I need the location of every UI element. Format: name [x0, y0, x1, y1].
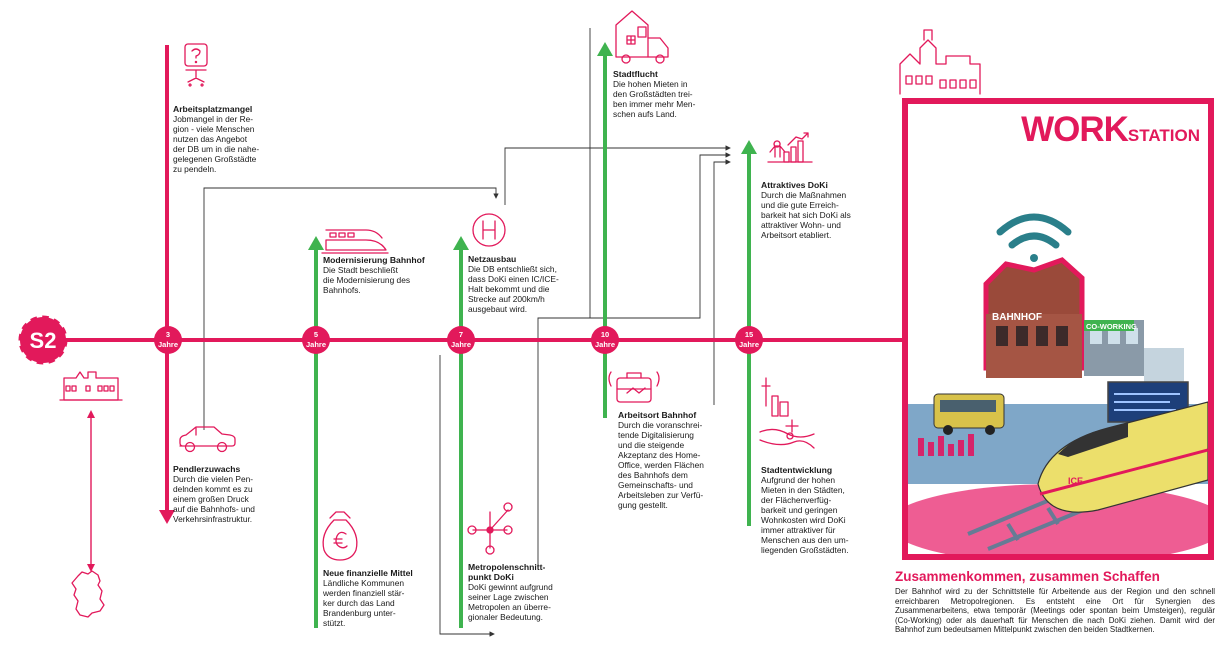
bus [933, 393, 1005, 435]
svg-text:5: 5 [314, 330, 318, 339]
sign-bahnhof: BAHNHOF [992, 312, 1042, 323]
station-building [983, 257, 1184, 396]
ice-train [1037, 401, 1208, 513]
milestone-7-jahre: 7 Jahre [447, 326, 475, 354]
money-bag-euro-icon [322, 511, 358, 561]
svg-text:15: 15 [745, 330, 753, 339]
car-icon [179, 426, 236, 453]
milestone-10-jahre: 10 Jahre [591, 326, 619, 354]
city-development-icon [759, 377, 815, 449]
flower-bed [918, 434, 974, 456]
milestone-5-jahre: 5 Jahre [302, 326, 330, 354]
caption-body: Der Bahnhof wird zu der Schnittstelle fü… [895, 587, 1215, 635]
milestone-3-jahre: 3 Jahre [154, 326, 182, 354]
svg-text:Jahre: Jahre [158, 340, 178, 349]
connector-metropolen-attraktiv [537, 152, 731, 565]
s2-label: S2 [30, 328, 57, 353]
poster-station-sketch-icon [899, 29, 981, 95]
svg-text:Jahre: Jahre [595, 340, 615, 349]
connector-mittel-metropolen [439, 355, 495, 637]
svg-text:Jahre: Jahre [451, 340, 471, 349]
sign-coworking-bg [1084, 320, 1134, 331]
svg-text:10: 10 [601, 330, 609, 339]
point-mittel: Neue finanzielle Mittel Ländliche Kommun… [323, 568, 413, 628]
germany-map-icon [71, 570, 105, 618]
station-building-icon [59, 371, 123, 401]
briefcase-handshake-icon [608, 371, 660, 403]
point-netzausbau: Netzausbau Die DB entschließt sich, dass… [468, 254, 559, 314]
hospital-h-icon [472, 213, 506, 247]
point-arbeitsplatzmangel: Arbeitsplatzmangel Jobmangel in der Re- … [173, 104, 260, 174]
connector-netzausbau-attraktiv [504, 145, 731, 205]
connector-pendler-netzausbau [203, 187, 499, 430]
svg-text:Jahre: Jahre [306, 340, 326, 349]
arrow-attraktiv-up [741, 140, 757, 154]
milestone-15-jahre: 15 Jahre [735, 326, 763, 354]
workstation-title: WORKSTATION [1021, 110, 1200, 149]
point-metropolen: Metropolenschnitt- punkt DoKi DoKi gewin… [468, 562, 553, 622]
svg-text:7: 7 [459, 330, 463, 339]
s2-start-badge: S2 [18, 315, 68, 365]
connector-lines [203, 28, 731, 637]
caption-heading: Zusammenkommen, zusammen Schaffen [895, 569, 1160, 584]
arrow-modernisierung-up [308, 236, 324, 250]
workstation-poster: WORKSTATION [902, 98, 1214, 560]
network-nodes-icon [467, 502, 513, 555]
point-modernisierung: Modernisierung Bahnhof Die Stadt beschli… [323, 255, 425, 295]
svg-text:3: 3 [166, 330, 170, 339]
moving-house-truck-icon [615, 10, 669, 64]
connector-arbeitsort-attraktiv [713, 159, 731, 405]
point-pendlerzuwachs: Pendlerzuwachs Durch die vielen Pen- del… [173, 464, 255, 524]
point-attraktiv: Attraktives DoKi Durch die Maßnahmen und… [761, 180, 851, 240]
office-chair-question-icon [184, 43, 208, 87]
svg-text:Jahre: Jahre [739, 340, 759, 349]
train-mark: ICE [1068, 476, 1083, 486]
poster-illustration: BAHNHOF CO-WORKING ICE [908, 213, 1208, 554]
growth-chart-people-icon [767, 132, 813, 163]
sign-coworking: CO-WORKING [1086, 322, 1137, 331]
arrow-stadtflucht-up [597, 42, 613, 56]
point-arbeitsort: Arbeitsort Bahnhof Durch die voranschrei… [618, 410, 704, 510]
germany-link [87, 410, 95, 572]
wifi-icon [996, 213, 1072, 262]
point-stadtflucht: Stadtflucht Die hohen Mieten in den Groß… [613, 69, 696, 119]
point-stadtentwicklung: Stadtentwicklung Aufgrund der hohen Miet… [761, 465, 849, 555]
train-icon [321, 229, 389, 254]
arrow-pendler-down [159, 510, 175, 524]
arrow-netzausbau-up [453, 236, 469, 250]
